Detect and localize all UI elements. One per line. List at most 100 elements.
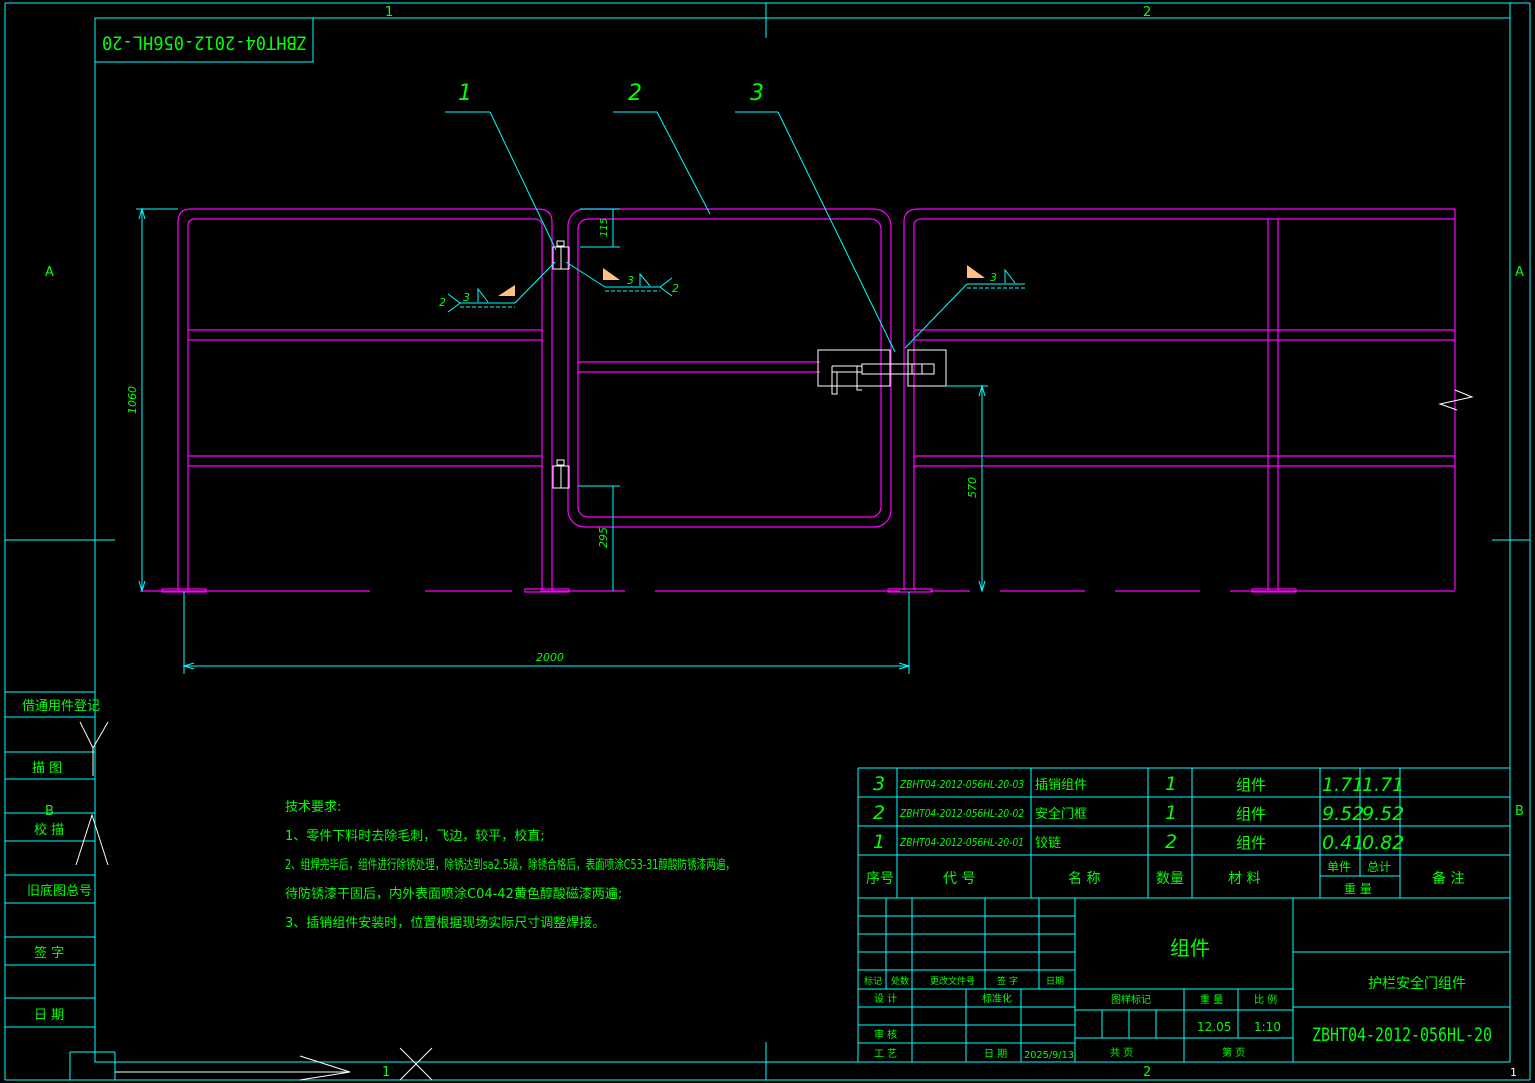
railing-right-panel bbox=[887, 208, 1456, 593]
dimension-lines bbox=[136, 207, 988, 674]
side-label-borrowed: 借通用件登记 bbox=[22, 699, 100, 714]
dim-gate-top: 115 bbox=[599, 218, 610, 237]
bom-row-2-material: 组件 bbox=[1236, 805, 1266, 823]
rev-header-file: 更改文件号 bbox=[930, 975, 975, 987]
bom-row-2-total-weight: 9.52 bbox=[1362, 803, 1404, 825]
bom-header-qty: 数量 bbox=[1156, 871, 1184, 887]
bom-row-1-material: 组件 bbox=[1236, 834, 1266, 852]
dim-gate-bottom: 295 bbox=[597, 527, 610, 548]
bom-row-2-qty: 1 bbox=[1165, 802, 1177, 824]
bom-row-3-unit-weight: 1.71 bbox=[1322, 774, 1364, 796]
rev-header-mark: 标记 bbox=[864, 975, 882, 987]
balloon-2: 2 bbox=[628, 81, 642, 106]
bom-row-1: 1 ZBHT04-2012-056HL-20-01 铰链 2 组件 0.41 0… bbox=[873, 831, 1404, 854]
value-weight: 12.05 bbox=[1197, 1020, 1231, 1034]
title-drawing-code: ZBHT04-2012-056HL-20 bbox=[1312, 1024, 1492, 1046]
zone-col-2-top: 2 bbox=[1143, 5, 1151, 20]
dim-height-total: 1060 bbox=[126, 386, 139, 414]
label-sheet-of: 第 页 bbox=[1222, 1046, 1245, 1059]
side-label-old-number: 旧底图总号 bbox=[27, 883, 92, 899]
value-scale: 1:10 bbox=[1254, 1020, 1281, 1034]
tech-line-4: 3、插销组件安装时，位置根据现场实际尺寸调整焊接。 bbox=[285, 915, 605, 931]
weld-right-size-a: 3 bbox=[990, 271, 997, 284]
dim-latch-height: 570 bbox=[966, 477, 979, 498]
title-type: 组件 bbox=[1170, 936, 1210, 960]
side-label-check: 校 描 bbox=[34, 822, 64, 838]
zone-col-1-bottom: 1 bbox=[382, 1065, 390, 1080]
bom-row-2-code: ZBHT04-2012-056HL-20-02 bbox=[899, 807, 1024, 820]
bom-row-3-total-weight: 1.71 bbox=[1362, 774, 1404, 796]
weld-symbol-left bbox=[447, 261, 556, 313]
side-strip bbox=[5, 691, 116, 1080]
tech-line-1: 1、零件下料时去除毛刺，飞边，较平，校直; bbox=[285, 828, 545, 844]
bom-row-1-name: 铰链 bbox=[1035, 836, 1061, 851]
bom-row-1-code: ZBHT04-2012-056HL-20-01 bbox=[899, 836, 1024, 849]
label-scale: 比 例 bbox=[1254, 993, 1277, 1006]
bom-row-3-material: 组件 bbox=[1236, 776, 1266, 794]
side-label-date: 日 期 bbox=[34, 1008, 64, 1023]
bom-row-3-seq: 3 bbox=[873, 773, 885, 795]
bom-row-3-name: 插销组件 bbox=[1035, 778, 1087, 793]
label-process: 工 艺 bbox=[874, 1048, 897, 1060]
weld-left-size-b: 2 bbox=[439, 296, 446, 309]
label-weight: 重 量 bbox=[1200, 993, 1223, 1006]
bom-row-2-seq: 2 bbox=[873, 802, 885, 824]
bom-header-code: 代 号 bbox=[943, 871, 975, 887]
tech-line-2: 2、组焊完毕后，组件进行除锈处理，除锈达到sa2.5级，除锈合格后，表面喷涂C5… bbox=[285, 857, 735, 873]
bom-row-1-total-weight: 0.82 bbox=[1362, 832, 1404, 854]
bom-header-note: 备 注 bbox=[1432, 870, 1464, 887]
sheet-number: 1 bbox=[1510, 1066, 1517, 1079]
side-label-sign: 签 字 bbox=[34, 945, 64, 961]
bom-header: 序号 代 号 名 称 数量 材 料 单件 总计 重 量 备 注 bbox=[866, 860, 1464, 896]
bom-row-3-qty: 1 bbox=[1165, 773, 1177, 795]
weld-center-size-a: 3 bbox=[627, 274, 634, 287]
balloon-1: 1 bbox=[458, 81, 472, 106]
label-sheets-total: 共 页 bbox=[1110, 1047, 1133, 1059]
zone-col-2-bottom: 2 bbox=[1143, 1065, 1151, 1080]
rev-header-date: 日期 bbox=[1046, 976, 1064, 987]
bom-row-1-qty: 2 bbox=[1165, 831, 1177, 853]
bom-header-material: 材 料 bbox=[1228, 871, 1260, 887]
weld-center-size-b: 2 bbox=[672, 282, 679, 295]
mirror-drawing-code: ZBHT04-2012-056HL-20 bbox=[102, 32, 307, 54]
bom-row-1-seq: 1 bbox=[873, 831, 885, 853]
title-name: 护栏安全门组件 bbox=[1368, 975, 1466, 992]
label-design: 设 计 bbox=[874, 992, 897, 1005]
leaders bbox=[445, 111, 896, 353]
rev-header-count: 处数 bbox=[891, 975, 909, 987]
dim-width: 2000 bbox=[536, 651, 564, 664]
bom-header-name: 名 称 bbox=[1068, 871, 1100, 887]
mirror-code-box bbox=[94, 17, 314, 63]
railing-left-panel bbox=[161, 208, 570, 593]
gate-frame bbox=[567, 208, 892, 528]
latch-assembly bbox=[817, 349, 947, 395]
title-block-grid bbox=[858, 897, 1510, 1063]
break-line bbox=[1438, 389, 1474, 411]
rev-header-sign: 签 字 bbox=[997, 975, 1018, 987]
bom-row-2: 2 ZBHT04-2012-056HL-20-02 安全门框 1 组件 9.52… bbox=[873, 802, 1404, 825]
zone-row-b-left: B bbox=[45, 804, 54, 819]
tech-requirements: 技术要求: 1、零件下料时去除毛刺，飞边，较平，校直; 2、组焊完毕后，组件进行… bbox=[285, 800, 735, 931]
zone-col-1-top: 1 bbox=[385, 5, 393, 20]
bom-row-1-unit-weight: 0.41 bbox=[1322, 832, 1364, 854]
tech-heading: 技术要求: bbox=[285, 800, 341, 815]
bom-row-3: 3 ZBHT04-2012-056HL-20-03 插销组件 1 组件 1.71… bbox=[873, 773, 1404, 796]
weld-symbol-center bbox=[565, 261, 673, 297]
bom-header-total: 总计 bbox=[1367, 860, 1391, 874]
zone-row-b-right: B bbox=[1515, 804, 1524, 819]
value-date: 2025/9/13 bbox=[1024, 1050, 1074, 1061]
hinge-bottom bbox=[552, 459, 570, 489]
weld-left-size-a: 3 bbox=[463, 291, 470, 304]
label-review: 审 核 bbox=[874, 1028, 897, 1041]
weld-symbol-right bbox=[904, 265, 1025, 349]
center-marks bbox=[75, 721, 433, 1081]
side-label-trace: 描 图 bbox=[32, 761, 62, 776]
bom-header-seq: 序号 bbox=[866, 871, 894, 887]
tech-line-3: 待防锈漆干固后，内外表面喷涂C04-42黄色醇酸磁漆两遍; bbox=[285, 886, 622, 902]
label-date: 日 期 bbox=[984, 1048, 1007, 1060]
bom-row-2-unit-weight: 9.52 bbox=[1322, 803, 1364, 825]
sheet-frame bbox=[4, 2, 1531, 1081]
label-stage: 图样标记 bbox=[1111, 993, 1151, 1006]
zone-row-a-right: A bbox=[1515, 265, 1524, 280]
bom-header-unit: 单件 bbox=[1327, 860, 1351, 874]
